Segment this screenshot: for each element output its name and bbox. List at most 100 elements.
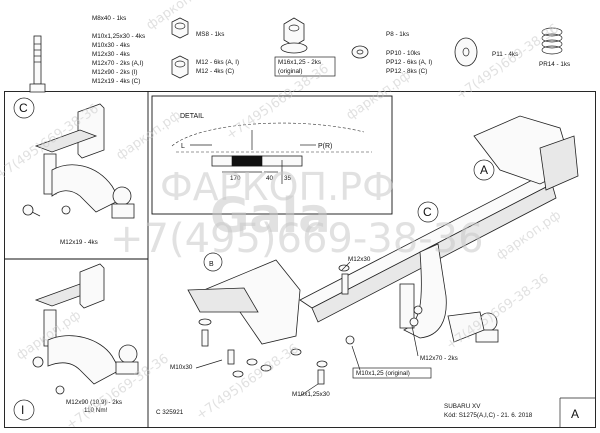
mount-arm (47, 335, 121, 385)
nut-m12-label: M12 - 4ks (C) (196, 68, 234, 75)
nut-icon (345, 335, 355, 345)
flange-nut-box (274, 56, 336, 77)
flange-nut-icon (280, 17, 308, 54)
large-washer-icon (454, 37, 478, 67)
callout-a (473, 159, 495, 181)
hardware-row: M8x40 - 1ks M10x1,25x30 - 4ks M10x30 - 4… (29, 15, 570, 93)
tow-ball (112, 186, 132, 206)
socket-plate (399, 283, 415, 329)
bolt-icon (227, 349, 235, 365)
svg-text:B: B (209, 261, 214, 268)
watermark-brand: ФАРКОП.РФ (160, 165, 395, 209)
washer-label: PP12 - 8ks (C) (386, 68, 427, 75)
bolt-label: M12x70 - 2ks (A,I) (92, 60, 143, 67)
detail-dim: 170 (230, 175, 241, 182)
view-c: C M12x19 - 4ks (13, 97, 135, 246)
bolt-label: M10x1,25x30 - 4ks (92, 33, 145, 40)
bolt-label: M12x30 - 4ks (92, 51, 130, 58)
mount-arm (51, 164, 121, 213)
callout-c (417, 201, 439, 223)
flange-nut-label: M16x1,25 - 2ks (278, 59, 321, 66)
watermark-phone: +7(495)669-38-36 (110, 216, 484, 262)
main-label: M10x1,25 (original) (356, 370, 410, 377)
washer-icon (232, 370, 244, 378)
washer-icon (351, 45, 369, 59)
washer-label: P8 - 1ks (386, 31, 409, 38)
bolt-icon (29, 35, 46, 93)
bracket (34, 129, 98, 153)
nut-ms8-label: MS8 - 1ks (196, 31, 224, 38)
spring-label: PR14 - 1ks (539, 61, 570, 68)
main-label: M10x1,25x30 (292, 391, 330, 398)
view-i-label: M12x90 (10.9) - 2ks (66, 399, 122, 406)
bolt-label: M8x40 - 1ks (92, 15, 126, 22)
cutout-area (231, 155, 263, 167)
watermark-site-diagonal: фаркоп.рф (114, 108, 184, 163)
view-c-label: M12x19 - 4ks (60, 239, 98, 246)
bolt-list: M8x40 - 1ks M10x1,25x30 - 4ks M10x30 - 4… (92, 15, 145, 85)
bolt-label: M10x30 - 4ks (92, 42, 130, 49)
detail-box (151, 95, 393, 215)
vehicle-model: SUBARU XV (444, 403, 481, 410)
bumper-outline (171, 122, 365, 147)
washer-label: PP12 - 6ks (A, I) (386, 59, 432, 66)
vehicle-rail (77, 103, 105, 159)
view-i-letter: I (21, 403, 24, 417)
washer-icon (22, 204, 34, 216)
watermark-logo: Gala (210, 188, 331, 244)
nut-icon (61, 205, 71, 215)
view-i: M12x90 (10.9) - 2ks 110 Nm! I (13, 263, 139, 421)
view-c-letter: C (19, 101, 28, 115)
kod-line: Kód: S1275(A,I,C) - 21. 6. 2018 (444, 412, 533, 419)
bolt-label: M12x90 - 2ks (I) (92, 69, 138, 76)
nut-icon (413, 305, 423, 315)
nut-icon (409, 317, 419, 327)
washer-icon (198, 318, 212, 326)
hex-nut-icon (171, 17, 189, 39)
ball-flange (115, 361, 139, 375)
detail-dim: 35 (284, 175, 292, 182)
washer-icon (246, 358, 258, 366)
detail-view: DETAIL L P(R) 170 40 35 (171, 113, 372, 184)
hex-nut-icon (171, 55, 189, 79)
ball-flange (111, 203, 135, 219)
drawing-code: C 325921 (156, 409, 184, 416)
view-i-label: 110 Nm! (84, 407, 108, 414)
tow-ball (118, 344, 138, 364)
detail-right-label: P(R) (318, 143, 332, 150)
nut-icon (55, 385, 65, 395)
watermark-phone-diagonal: +7(495)669-38-36 (194, 341, 302, 423)
svg-text:A: A (480, 163, 488, 177)
main-label: M12x70 - 2ks (420, 355, 458, 362)
ball-flange (475, 329, 499, 343)
main-label-box (352, 367, 432, 379)
bolt-icon (341, 273, 349, 295)
washer-icon (316, 360, 328, 368)
tow-arm (403, 243, 447, 339)
bolt-label: M12x19 - 4ks (C) (92, 78, 140, 85)
bolt-icon (317, 369, 325, 385)
nut-m12-label: M12 - 6ks (A, I) (196, 59, 239, 66)
loose-hardware (198, 264, 355, 385)
title-block: C 325921 SUBARU XV Kód: S1275(A,I,C) - 2… (156, 397, 595, 427)
main-label: M10x30 (170, 364, 193, 371)
main-label: M12x30 (348, 256, 371, 263)
flange-nut-label: (original) (278, 68, 303, 75)
detail-title: DETAIL (180, 113, 204, 120)
detail-left-label: L (181, 143, 185, 150)
detail-dim: 40 (266, 175, 274, 182)
washer-label: PP10 - 10ks (386, 50, 420, 57)
callout-b (203, 252, 223, 272)
large-washer-label: P11 - 4ks (492, 51, 518, 58)
svg-text:C: C (423, 205, 432, 219)
vehicle-rail (79, 263, 105, 309)
bolt-icon (201, 329, 209, 347)
drawing-frame (4, 91, 596, 428)
washer-icon (32, 356, 44, 368)
main-assembly: A C B M12x30 M10x30 M10x1,25x30 M10x1,25… (170, 115, 579, 398)
spring-icon (541, 27, 563, 55)
corner-letter: A (571, 407, 579, 421)
washer-icon (290, 348, 302, 356)
washer-icon (260, 364, 272, 372)
